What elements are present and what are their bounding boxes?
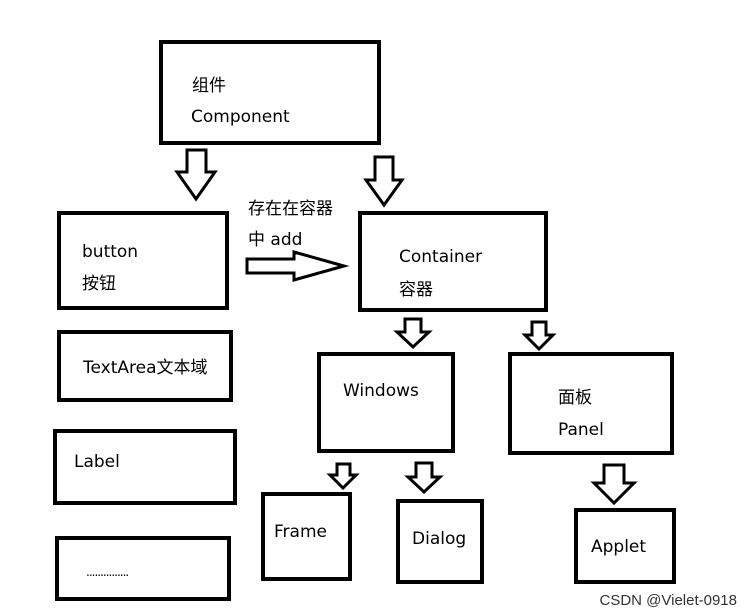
applet-label: Applet bbox=[591, 537, 647, 557]
windows-label: Windows bbox=[343, 381, 419, 401]
frame-label: Frame bbox=[274, 522, 327, 542]
edge-label-line1: 存在在容器 bbox=[248, 199, 333, 219]
frame-box bbox=[261, 492, 352, 581]
label-component-label: Label bbox=[74, 452, 120, 472]
arrow-container-to-panel bbox=[521, 320, 557, 352]
windows-box bbox=[317, 352, 455, 453]
dialog-label: Dialog bbox=[412, 529, 467, 549]
button-label-cn: 按钮 bbox=[82, 274, 116, 294]
component-label-en: Component bbox=[191, 107, 290, 127]
label-box bbox=[53, 429, 237, 505]
arrow-component-to-container bbox=[363, 155, 405, 208]
more-box bbox=[55, 536, 231, 601]
arrow-button-to-container bbox=[245, 250, 350, 282]
container-label-en: Container bbox=[399, 247, 483, 267]
container-label-cn: 容器 bbox=[399, 280, 433, 300]
textarea-box bbox=[57, 330, 233, 402]
panel-label-en: Panel bbox=[558, 420, 604, 440]
component-label-cn: 组件 bbox=[192, 76, 226, 96]
panel-label-cn: 面板 bbox=[558, 388, 592, 408]
arrow-panel-to-applet bbox=[590, 463, 638, 506]
container-box bbox=[358, 211, 548, 312]
dialog-box bbox=[396, 499, 484, 584]
more-label: ............... bbox=[86, 565, 129, 579]
edge-label-line2: 中 add bbox=[248, 230, 303, 250]
arrow-container-to-windows bbox=[393, 317, 433, 350]
panel-box bbox=[508, 352, 674, 455]
watermark: CSDN @Vielet-0918 bbox=[599, 592, 737, 609]
arrow-windows-to-dialog bbox=[404, 461, 444, 495]
button-label-en: button bbox=[82, 242, 139, 262]
arrow-windows-to-frame bbox=[326, 462, 360, 491]
applet-box bbox=[574, 508, 676, 584]
textarea-label: TextArea文本域 bbox=[83, 358, 208, 378]
button-box bbox=[57, 211, 229, 310]
component-box bbox=[159, 40, 381, 145]
arrow-component-to-button bbox=[174, 148, 218, 202]
